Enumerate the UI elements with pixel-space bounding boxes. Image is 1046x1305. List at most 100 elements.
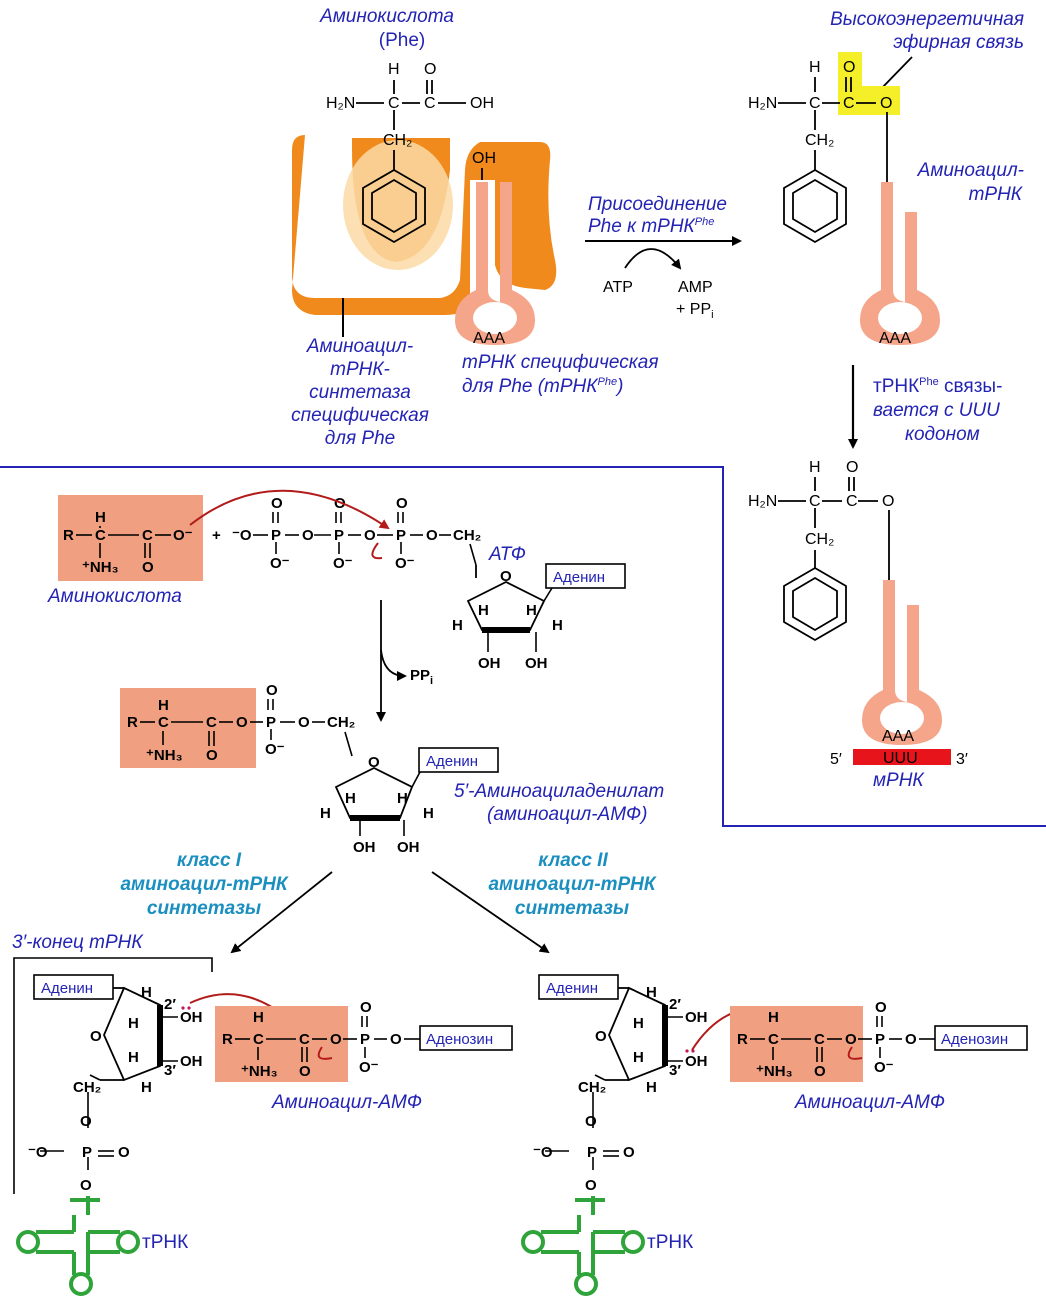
svg-text:C: C — [809, 95, 821, 112]
svg-text:P: P — [82, 1144, 92, 1161]
svg-text:P: P — [334, 527, 344, 544]
amino-acid-box: H R C C O⁻ ⁺NH₃ O Аминокислота — [47, 495, 203, 607]
aminoacyl-trna-line-1: Аминоацил- — [917, 160, 1024, 181]
svg-text:P: P — [266, 714, 276, 731]
svg-text:H: H — [141, 984, 152, 1001]
svg-text:C: C — [814, 1031, 825, 1048]
svg-text:O: O — [845, 1031, 857, 1048]
attach-line-2: Phe к тРНКPhe — [588, 216, 714, 237]
three-prime: 3′ — [956, 751, 968, 768]
trna-specific-line-1: тРНК специфическая — [462, 352, 658, 373]
svg-text:⁺NH₃: ⁺NH₃ — [241, 1063, 278, 1080]
svg-text:OH: OH — [180, 1053, 203, 1070]
svg-text:H: H — [253, 1009, 264, 1026]
svg-text:CH₂: CH₂ — [453, 527, 481, 544]
svg-text:H: H — [397, 790, 408, 807]
trna-hairpin-codon — [862, 580, 942, 745]
svg-text:OH: OH — [397, 839, 420, 856]
trna-on-mrna: H O H₂N C C O CH₂ AAA UUU 5′ 3′ мРНК — [748, 459, 968, 791]
trna-phe-left: OH AAA — [455, 150, 535, 347]
aminoacyl-amp-label-class2: Аминоацил-АМФ — [794, 1092, 945, 1113]
adenosine-label-class2: Аденозин — [941, 1031, 1008, 1048]
trna-specific-label: тРНК специфическая для Phe (тРНКPhe) — [462, 352, 658, 397]
svg-text:O: O — [595, 1028, 607, 1045]
svg-text:OH: OH — [685, 1053, 708, 1070]
svg-text:H₂N: H₂N — [748, 493, 777, 510]
synthetase-label-line-5: для Phe — [325, 428, 395, 449]
svg-text:CH₂: CH₂ — [578, 1079, 606, 1096]
svg-text:O: O — [623, 1144, 635, 1161]
atp-ribose — [466, 565, 546, 631]
svg-text:C: C — [95, 527, 106, 544]
high-energy-line-2: эфирная связь — [893, 32, 1024, 53]
trna-oh: OH — [472, 150, 496, 167]
class2-line-3: синтетазы — [515, 898, 629, 919]
svg-text:⁻O: ⁻O — [232, 527, 252, 544]
amp-label: AMP — [678, 279, 713, 296]
svg-text:CH₂: CH₂ — [327, 714, 355, 731]
svg-text:O: O — [390, 1031, 402, 1048]
svg-text:OH: OH — [478, 655, 501, 672]
svg-text:O: O — [142, 559, 154, 576]
trna-cloverleaf-class1 — [16, 1196, 140, 1296]
svg-text:O: O — [80, 1177, 92, 1194]
svg-text:C: C — [809, 493, 821, 510]
class-branch: класс I аминоацил-тРНК синтетазы класс I… — [120, 850, 657, 954]
o-atom: O — [424, 61, 436, 78]
svg-text:O: O — [875, 999, 887, 1016]
adenylate-step-arrow: PPi — [376, 600, 433, 722]
svg-text:O: O — [882, 493, 894, 510]
svg-text:O: O — [426, 527, 438, 544]
class1-line-1: класс I — [177, 850, 242, 871]
svg-text:H: H — [128, 1015, 139, 1032]
adenine-label-adenylate: Аденин — [426, 753, 478, 770]
attach-line-1: Присоединение — [588, 194, 727, 215]
svg-text:O: O — [118, 1144, 130, 1161]
svg-text:H: H — [646, 984, 657, 1001]
svg-text:O: O — [80, 1113, 92, 1130]
class2-panel: Аденин O H H H H 2′ 3′ OH OH CH₂ O ⁻O — [521, 974, 1028, 1296]
svg-text:C: C — [158, 714, 169, 731]
adenine-box-class1 — [33, 974, 114, 1000]
svg-text:C: C — [142, 527, 153, 544]
svg-text:O: O — [396, 495, 408, 512]
svg-text:3′: 3′ — [669, 1062, 681, 1079]
svg-text:H: H — [158, 697, 169, 714]
trna-end-label: 3′-конец тРНК — [12, 932, 144, 953]
adenine-label-class1: Аденин — [41, 980, 93, 997]
adenosine-box-class2 — [934, 1025, 1028, 1051]
svg-text:R: R — [63, 527, 74, 544]
trna-label-class1: тРНК — [142, 1232, 188, 1253]
binds-line-2: вается с UUU — [873, 400, 1000, 421]
anticodon-right: AAA — [879, 330, 911, 347]
svg-text:C: C — [846, 493, 858, 510]
adenosine-box-class1 — [419, 1025, 513, 1051]
aminoacyl-amp-label-class1: Аминоацил-АМФ — [271, 1092, 422, 1113]
svg-text:+: + — [212, 527, 221, 544]
svg-text:P: P — [271, 527, 281, 544]
atp-curved-arrow — [624, 248, 682, 270]
svg-text:H: H — [552, 617, 563, 634]
atp-label: ATP — [603, 279, 633, 296]
svg-text:H₂N: H₂N — [748, 95, 777, 112]
class1-panel: 3′-конец тРНК Аденин O H H H H 2′ 3′ OH … — [12, 932, 513, 1296]
svg-text:O: O — [585, 1113, 597, 1130]
trna-hairpin-left — [455, 182, 535, 345]
adenine-box-adenylate — [418, 747, 499, 773]
aminoacyl-trna-line-2: тРНК — [969, 184, 1024, 205]
svg-text:C: C — [253, 1031, 264, 1048]
c-carboxyl: C — [424, 95, 436, 112]
leaving-group-arrow — [371, 542, 383, 560]
svg-text:OH: OH — [180, 1009, 203, 1026]
svg-text:C: C — [768, 1031, 779, 1048]
aminoacyl-trna-top: Высокоэнергетичная эфирная связь H O H₂N… — [748, 9, 1024, 347]
phe-amino-acid-top: Аминокислота (Phe) H O H₂N C C OH CH₂ — [319, 6, 494, 244]
svg-text:O: O — [360, 999, 372, 1016]
svg-text:O: O — [843, 59, 855, 76]
h2n-group: H₂N — [326, 95, 355, 112]
synthetase-label-line-2: тРНК- — [330, 359, 390, 380]
class2-line-2: аминоацил-тРНК — [488, 874, 656, 895]
svg-text:O⁻: O⁻ — [265, 741, 285, 758]
svg-text:P: P — [396, 527, 406, 544]
